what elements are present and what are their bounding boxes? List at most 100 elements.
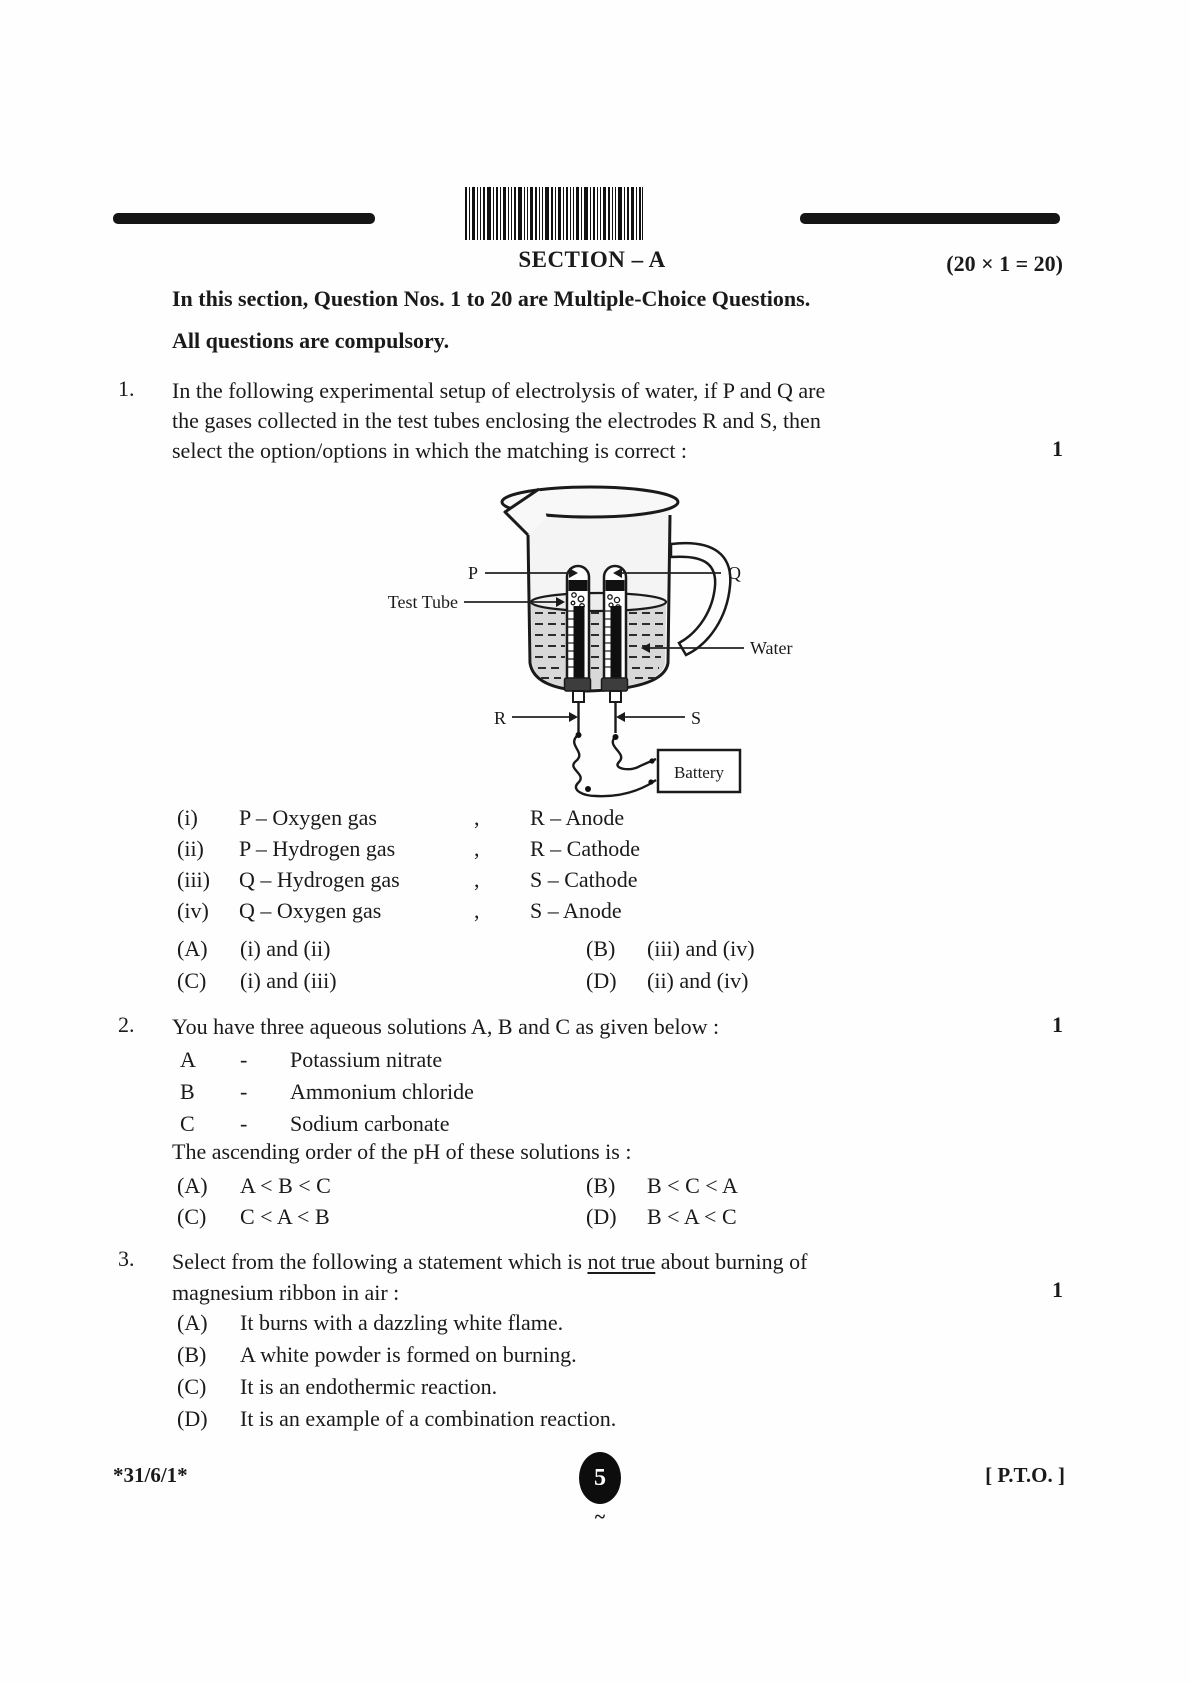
option-text: A < B < C (240, 1173, 331, 1198)
leader-lines (464, 572, 744, 718)
option-row: (A) A < B < C (B) B < C < A (177, 1170, 738, 1201)
question-3-text: Select from the following a statement wh… (172, 1246, 807, 1308)
matching-separator: , (474, 836, 480, 861)
option-text: A white powder is formed on burning. (240, 1342, 577, 1367)
matching-separator: , (474, 805, 480, 830)
option-text: (i) and (ii) (240, 936, 331, 961)
matching-left: Q – Oxygen gas (239, 898, 382, 923)
matching-row: (iv) Q – Oxygen gas , S – Anode (177, 895, 640, 926)
solution-letter: C (180, 1111, 195, 1136)
option-row: (C) It is an endothermic reaction. (177, 1371, 616, 1403)
matching-left: Q – Hydrogen gas (239, 867, 400, 892)
solution-letter: A (180, 1047, 196, 1072)
option-row: (D) It is an example of a combination re… (177, 1403, 616, 1435)
electrolysis-diagram: Battery P Q Test Tube Water R S (388, 485, 793, 798)
matching-left: P – Oxygen gas (239, 805, 377, 830)
question-3-number: 3. (118, 1246, 135, 1271)
option-text: C < A < B (240, 1204, 330, 1229)
section-title: SECTION – A (518, 247, 666, 272)
q3-text-underlined: not true (587, 1249, 656, 1274)
option-label: (C) (177, 968, 207, 993)
option-label: (D) (177, 1406, 208, 1431)
option-label: (B) (586, 936, 616, 961)
question-1-marks: 1 (1052, 436, 1063, 461)
electrode-right (610, 606, 622, 678)
option-text: B < A < C (647, 1204, 737, 1229)
wire-joints (575, 732, 655, 792)
section-intro-line-2: All questions are compulsory. (172, 328, 450, 353)
beaker-spout-fill (505, 489, 547, 535)
solution-name: Ammonium chloride (290, 1079, 474, 1104)
matching-right: R – Cathode (530, 836, 640, 861)
terminal-right (609, 690, 622, 703)
solution-dash: - (240, 1079, 248, 1104)
gas-band-left (568, 580, 588, 591)
matching-right: S – Anode (530, 898, 622, 923)
option-text: B < C < A (647, 1173, 738, 1198)
matching-numeral: (ii) (177, 836, 204, 861)
pto-label: [ P.T.O. ] (985, 1463, 1065, 1487)
wires (572, 702, 657, 798)
option-text: (ii) and (iv) (647, 968, 749, 993)
diagram-label-water: Water (750, 638, 793, 658)
option-row: (C) C < A < B (D) B < A < C (177, 1201, 738, 1232)
solution-name: Sodium carbonate (290, 1111, 450, 1136)
matching-right: R – Anode (530, 805, 625, 830)
beaker-handle (669, 541, 732, 657)
header-rule-left (113, 213, 375, 224)
matching-row: (i) P – Oxygen gas , R – Anode (177, 802, 640, 833)
paper-code: *31/6/1* (113, 1463, 188, 1487)
page-number: 5 (594, 1464, 606, 1491)
leader-arrowheads (556, 568, 650, 722)
option-label: (A) (177, 936, 208, 961)
option-label: (A) (177, 1173, 208, 1198)
question-1-number: 1. (118, 376, 135, 401)
marks-scheme: (20 × 1 = 20) (946, 251, 1063, 276)
option-label: (C) (177, 1204, 207, 1229)
solution-row: B - Ammonium chloride (180, 1076, 474, 1108)
beaker-rim (500, 485, 680, 519)
battery-label: Battery (674, 763, 725, 782)
matching-left: P – Hydrogen gas (239, 836, 396, 861)
diagram-label-s: S (691, 708, 701, 728)
option-label: (D) (586, 1204, 617, 1229)
stopper-right (600, 677, 629, 692)
option-text: It burns with a dazzling white flame. (240, 1310, 564, 1335)
electrode-left (573, 606, 585, 678)
tube-graduations (567, 610, 611, 668)
q3-options: (A) It burns with a dazzling white flame… (177, 1307, 616, 1435)
option-label: (C) (177, 1374, 207, 1399)
matching-numeral: (i) (177, 805, 198, 830)
matching-row: (iii) Q – Hydrogen gas , S – Cathode (177, 864, 640, 895)
solution-row: A - Potassium nitrate (180, 1044, 474, 1076)
barcode (465, 187, 643, 240)
option-text: It is an endothermic reaction. (240, 1374, 498, 1399)
solution-letter: B (180, 1079, 195, 1104)
question-2-text: You have three aqueous solutions A, B an… (172, 1014, 720, 1039)
q1-options: (A) (i) and (ii) (B) (iii) and (iv) (C) … (177, 933, 755, 997)
option-text: It is an example of a combination reacti… (240, 1406, 617, 1431)
question-3-text-line: Select from the following a statement wh… (172, 1246, 807, 1277)
question-3-text-line: magnesium ribbon in air : (172, 1280, 400, 1305)
option-row: (C) (i) and (iii) (D) (ii) and (iv) (177, 965, 755, 997)
q3-text-after: about burning of (655, 1249, 808, 1274)
q2-solution-list: A - Potassium nitrate B - Ammonium chlor… (180, 1044, 474, 1140)
diagram-label-p: P (468, 563, 478, 583)
option-label: (B) (586, 1173, 616, 1198)
option-label: (A) (177, 1310, 208, 1335)
terminal-left (572, 690, 585, 703)
option-label: (D) (586, 968, 617, 993)
solution-row: C - Sodium carbonate (180, 1108, 474, 1140)
beaker-spout (503, 487, 540, 537)
footer-tilde: ~ (594, 1506, 606, 1528)
option-row: (A) It burns with a dazzling white flame… (177, 1307, 616, 1339)
matching-numeral: (iv) (177, 898, 209, 923)
q1-matching-list: (i) P – Oxygen gas , R – Anode (ii) P – … (177, 802, 640, 926)
q2-prompt: The ascending order of the pH of these s… (172, 1139, 632, 1164)
diagram-label-test-tube: Test Tube (388, 592, 458, 612)
question-3-marks: 1 (1052, 1277, 1063, 1302)
stopper-left (563, 677, 592, 692)
question-2-number: 2. (118, 1012, 135, 1037)
matching-separator: , (474, 867, 480, 892)
